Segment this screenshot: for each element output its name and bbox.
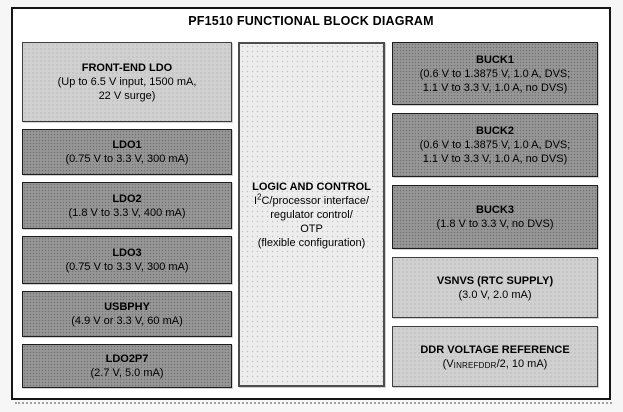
diagram-title: PF1510 FUNCTIONAL BLOCK DIAGRAM [188,14,434,28]
block-ddr-voltage-reference: DDR VOLTAGE REFERENCE(VINREFDDR/2, 10 mA… [392,326,598,387]
block-title: VSNVS (RTC SUPPLY) [436,274,554,287]
block-spec-line: 22 V surge) [98,90,156,102]
block-spec-line: (3.0 V, 2.0 mA) [458,288,532,301]
block-spec-line: (0.75 V to 3.3 V, 300 mA) [65,153,189,165]
block-spec-line: (1.8 V to 3.3 V, no DVS) [436,218,554,230]
block-title: BUCK3 [476,204,514,216]
block-ldo2p7: LDO2P7 (2.7 V, 5.0 mA) [22,344,232,388]
block-title: BUCK2 [476,125,514,137]
block-spec-line: 1.1 V to 3.3 V, 1.0 A, no DVS) [422,153,568,165]
block-title: LDO3 [112,247,142,259]
block-spec-line: (0.6 V to 1.3875 V, 1.0 A, DVS; [419,67,571,80]
block-front-end-ldo: FRONT-END LDO (Up to 6.5 V input, 1500 mA… [22,42,232,122]
right-column: BUCK1(0.6 V to 1.3875 V, 1.0 A, DVS;1.1 … [392,42,598,387]
block-spec-line: (0.6 V to 1.3875 V, 1.0 A, DVS; [419,139,571,151]
block-spec-line: 1.1 V to 3.3 V, 1.0 A, no DVS) [422,81,568,94]
block-ldo2: LDO2(1.8 V to 3.3 V, 400 mA) [22,182,232,229]
left-column: FRONT-END LDO (Up to 6.5 V input, 1500 mA… [22,42,232,388]
block-spec-line: (Up to 6.5 V input, 1500 mA, [57,76,197,88]
block-title: FRONT-END LDO [81,62,173,74]
block-spec-line: OTP [300,222,323,235]
block-title: USBPHY [104,301,150,313]
block-title: DDR VOLTAGE REFERENCE [420,343,570,356]
block-title: LOGIC AND CONTROL [252,180,371,193]
block-title: BUCK1 [476,53,514,66]
block-title: LDO2P7 [105,353,149,365]
block-spec-line: (flexible configuration) [257,236,366,249]
block-spec-line: I2C/processor interface/ [253,191,370,207]
block-spec-line: (VINREFDDR/2, 10 mA) [442,357,548,370]
block-spec-line: (1.8 V to 3.3 V, 400 mA) [68,206,186,219]
block-vsnvs-rtc-supply: VSNVS (RTC SUPPLY)(3.0 V, 2.0 mA) [392,257,598,318]
block-spec-line: regulator control/ [270,208,353,221]
block-ldo3: LDO3 (0.75 V to 3.3 V, 300 mA) [22,236,232,284]
block-spec-line: (4.9 V or 3.3 V, 60 mA) [71,315,183,327]
block-buck2: BUCK2 (0.6 V to 1.3875 V, 1.0 A, DVS; 1.1 … [392,113,598,177]
block-title: LDO1 [112,139,142,151]
block-spec-line: (0.75 V to 3.3 V, 300 mA) [65,261,189,273]
block-buck3: BUCK3 (1.8 V to 3.3 V, no DVS) [392,185,598,249]
block-ldo1: LDO1 (0.75 V to 3.3 V, 300 mA) [22,129,232,175]
block-buck1: BUCK1(0.6 V to 1.3875 V, 1.0 A, DVS;1.1 … [392,42,598,105]
block-usbphy: USBPHY (4.9 V or 3.3 V, 60 mA) [22,291,232,337]
diagram-frame: PF1510 FUNCTIONAL BLOCK DIAGRAM FRONT-EN… [11,7,612,404]
block-title: LDO2 [112,192,142,205]
block-spec-line: (2.7 V, 5.0 mA) [90,367,164,379]
